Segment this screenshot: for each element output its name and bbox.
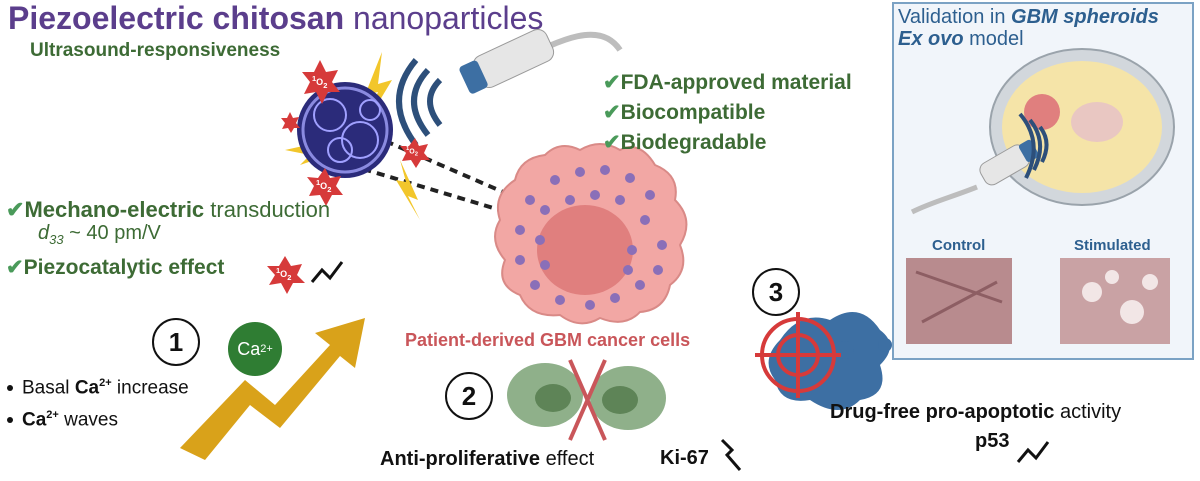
step-3-badge: 3 — [752, 268, 800, 316]
sound-wave-icon — [396, 58, 443, 147]
check-icon: ✔ — [6, 197, 25, 222]
ex-ovo-illustration — [906, 48, 1175, 344]
ros-label: 1O2 — [276, 266, 292, 282]
ros-label: 1O2 — [406, 146, 418, 158]
embryo-icon — [1071, 102, 1123, 142]
p53-label: p53 — [975, 430, 1010, 452]
check-icon: ✔ — [603, 131, 621, 154]
check-icon: ✔ — [6, 256, 24, 279]
sound-wave-icon — [1018, 112, 1049, 179]
feature-biocompatible: ✔Biocompatible — [603, 101, 766, 124]
check-icon: ✔ — [603, 101, 621, 124]
check-icon: ✔ — [603, 71, 621, 94]
nanoparticle-icon — [297, 82, 393, 178]
ros-label: 1O2 — [316, 178, 332, 194]
bullet-calcium-waves: Ca2+ waves — [22, 409, 118, 431]
bullet-dot — [7, 385, 13, 391]
dividing-cells-icon — [507, 359, 666, 441]
piezocatalytic-label: ✔Piezocatalytic effect — [6, 256, 225, 279]
cell-nanoparticles — [515, 165, 667, 310]
ros-star-icon — [267, 60, 430, 294]
bullet-basal-calcium: Basal Ca2+ increase — [22, 377, 189, 399]
mechano-electric-label: ✔Mechano-electric transduction — [6, 197, 331, 222]
patient-cells-label: Patient-derived GBM cancer cells — [405, 330, 691, 350]
feature-biodegradable: ✔Biodegradable — [603, 131, 767, 154]
d33-value: d33 ~ 40 pm/V — [38, 222, 161, 247]
feature-fda: ✔FDA-approved material — [603, 71, 852, 94]
trend-down-icon — [720, 438, 742, 471]
gbm-cell-icon — [494, 143, 688, 325]
validation-title: Validation in GBM spheroids Ex ovo model — [898, 6, 1159, 50]
page-title: Piezoelectric chitosan nanoparticles — [8, 0, 544, 36]
ki67-label: Ki-67 — [660, 447, 709, 469]
stimulated-label: Stimulated — [1074, 237, 1151, 254]
trend-up-icon — [1016, 441, 1050, 463]
step-1-badge: 1 — [152, 318, 200, 366]
trend-up-icon — [310, 261, 344, 283]
increase-arrow-icon — [180, 318, 365, 460]
bullet-dot — [7, 417, 13, 423]
step-2-badge: 2 — [445, 372, 493, 420]
drug-free-label: Drug-free pro-apoptotic activity — [830, 401, 1122, 423]
ros-label: 1O2 — [312, 74, 328, 90]
dashed-line — [349, 163, 501, 212]
anti-proliferative-label: Anti-proliferative effect — [380, 448, 595, 470]
control-label: Control — [932, 237, 986, 254]
ultrasound-probe-icon — [459, 28, 555, 94]
target-icon — [755, 312, 841, 398]
apoptotic-cell-icon — [768, 312, 892, 410]
subtitle-ultrasound: Ultrasound-responsiveness — [30, 40, 281, 61]
